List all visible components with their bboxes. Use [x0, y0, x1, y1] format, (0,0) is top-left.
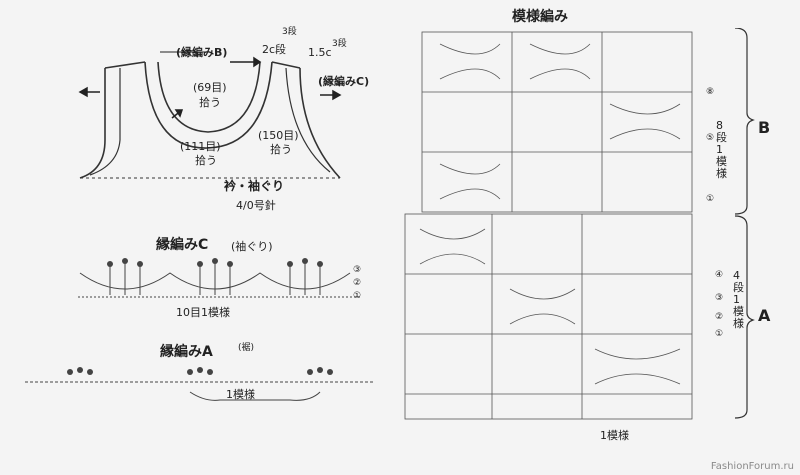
collar-armhole-title: 衿・袖ぐり: [224, 179, 285, 193]
stitch-count-69: (69目): [193, 81, 227, 94]
row-num: ②: [353, 278, 362, 288]
armhole-rows-label: 3段: [332, 39, 347, 49]
row-num: ③: [715, 293, 724, 303]
pick-up-label: 拾う: [199, 96, 221, 109]
section-b-label: B: [758, 118, 771, 137]
row-num: ①: [353, 291, 362, 301]
edging-c-label: (縁編みC): [318, 75, 370, 88]
pattern-title: 模様編み: [512, 9, 568, 25]
neck-width-label: 2c段: [262, 43, 287, 56]
edging-c-title: 縁編みC: [156, 237, 209, 253]
edging-a-chart: [25, 367, 375, 401]
stitch-count-111: (111目): [180, 140, 221, 153]
edging-a-repeat: 1模様: [226, 388, 255, 401]
neckline-schematic: [78, 51, 342, 179]
row-num: ③: [353, 265, 362, 275]
row-num: ④: [715, 270, 724, 280]
row-num: ②: [715, 312, 724, 322]
neck-rows-label: 3段: [282, 27, 297, 37]
edging-c-repeat: 10目1模様: [176, 306, 230, 319]
edging-a-title: 縁編みA: [160, 344, 213, 360]
stitch-count-150: (150目): [258, 129, 299, 142]
edging-a-subtitle: (裾): [238, 343, 255, 353]
pick-up-label: 拾う: [195, 154, 217, 167]
edging-b-label: (縁編みB): [176, 46, 228, 59]
pattern-chart: [404, 31, 693, 420]
row-num: ⑤: [706, 133, 715, 143]
body-outline: [79, 68, 106, 179]
row-num: ①: [715, 329, 724, 339]
pattern-repeat-label: 1模様: [600, 429, 629, 442]
a-rows-label: 4段1模様: [733, 269, 744, 331]
watermark: FashionForum.ru: [710, 461, 794, 472]
section-a-label: A: [758, 306, 771, 325]
edging-c-subtitle: (袖ぐり): [231, 240, 273, 253]
hook-size-label: 4/0号針: [236, 199, 276, 212]
pick-up-label: 拾う: [270, 143, 292, 156]
pattern-brackets: [735, 28, 755, 419]
armhole-width-label: 1.5c: [308, 46, 332, 59]
row-num: ①: [706, 194, 715, 204]
row-num: ⑧: [706, 87, 715, 97]
edging-c-chart: [78, 258, 360, 298]
b-rows-label: 8段1模様: [716, 119, 727, 181]
neck-outer: [144, 61, 273, 149]
